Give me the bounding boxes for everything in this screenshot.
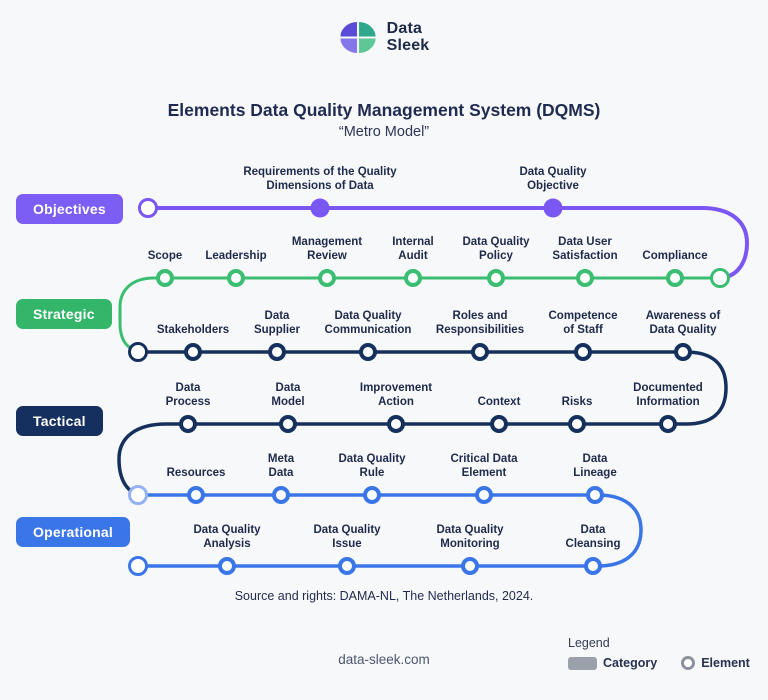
station-dot [584, 557, 602, 575]
station-dot [338, 557, 356, 575]
station-dot [576, 269, 594, 287]
legend: Legend Category Element [568, 636, 750, 670]
legend-category-label: Category [603, 656, 658, 670]
station-dot [318, 269, 336, 287]
operational-line [138, 493, 643, 568]
category-swatch-icon [568, 656, 597, 670]
element-ring-icon [681, 656, 696, 670]
station-label: Data Process [165, 381, 211, 409]
legend-title: Legend [568, 636, 610, 650]
station-label: Scope [147, 250, 183, 263]
station-dot [363, 486, 381, 504]
terminal-circle-icon [128, 485, 148, 505]
logo: Data Sleek [0, 20, 768, 55]
station-dot [475, 486, 493, 504]
station-dot [674, 343, 692, 361]
station-dot [184, 343, 202, 361]
station-dot [487, 269, 505, 287]
station-dot [387, 415, 405, 433]
badge-operational: Operational [16, 517, 130, 547]
station-label: Leadership [205, 250, 267, 263]
station-label: Data Supplier [253, 309, 300, 337]
station-dot [268, 343, 286, 361]
station-dot [156, 269, 174, 287]
station-label: Context [477, 396, 521, 409]
station-label: Data Model [271, 381, 305, 409]
station-label: Improvement Action [359, 381, 433, 409]
station-label: Awareness of Data Quality [645, 309, 721, 337]
station-dot [568, 415, 586, 433]
station-label: Management Review [291, 235, 363, 263]
station-dot [461, 557, 479, 575]
station-label: Data Cleansing [565, 523, 621, 551]
terminal-circle-icon [128, 556, 148, 576]
station-label: Data Quality Policy [462, 235, 530, 263]
terminal-circle-icon [138, 198, 158, 218]
badge-tactical: Tactical [16, 406, 103, 436]
station-label: Resources [166, 467, 226, 480]
station-label: Data Quality Monitoring [436, 523, 504, 551]
station-dot [272, 486, 290, 504]
station-label: Data Quality Analysis [193, 523, 261, 551]
station-label: Risks [561, 396, 593, 409]
station-label: Internal Audit [392, 235, 434, 263]
station-label: Data Quality Rule [338, 452, 406, 480]
station-dot [471, 343, 489, 361]
station-dot [659, 415, 677, 433]
station-dot [179, 415, 197, 433]
legend-element-label: Element [701, 656, 750, 670]
station-label: Competence of Staff [548, 309, 618, 337]
station-label: Documented Information [633, 381, 703, 409]
station-label: Critical Data Element [450, 452, 518, 480]
station-dot [187, 486, 205, 504]
badge-objectives: Objectives [16, 194, 123, 224]
station-dot [218, 557, 236, 575]
station-label: Data Quality Communication [324, 309, 412, 337]
station-dot [404, 269, 422, 287]
station-dot [227, 269, 245, 287]
terminal-circle-icon [128, 342, 148, 362]
station-label: Meta Data [267, 452, 295, 480]
station-dot [586, 486, 604, 504]
station-dot [574, 343, 592, 361]
station-label: Data Lineage [573, 452, 617, 480]
badge-strategic: Strategic [16, 299, 112, 329]
station-label: Roles and Responsibilities [435, 309, 525, 337]
logo-wordmark: Data Sleek [386, 20, 430, 55]
station-dot [666, 269, 684, 287]
source-note: Source and rights: DAMA-NL, The Netherla… [234, 589, 534, 603]
station-label: Stakeholders [156, 324, 230, 337]
station-dot [310, 198, 330, 218]
station-label: Data User Satisfaction [552, 235, 618, 263]
data-sleek-logo-icon [340, 21, 376, 53]
page-subtitle: “Metro Model” [338, 124, 430, 140]
station-dot [359, 343, 377, 361]
station-dot [543, 198, 563, 218]
page-title: Elements Data Quality Management System … [167, 100, 601, 120]
objectives-line [148, 206, 750, 279]
station-label: Data Quality Issue [313, 523, 381, 551]
terminal-circle-icon [710, 268, 730, 288]
station-dot [490, 415, 508, 433]
station-label: Data Quality Objective [519, 165, 587, 193]
website-link[interactable]: data-sleek.com [338, 652, 430, 667]
station-label: Compliance [642, 250, 708, 263]
station-dot [279, 415, 297, 433]
tactical-line [117, 350, 728, 497]
station-label: Requirements of the Quality Dimensions o… [243, 165, 397, 193]
